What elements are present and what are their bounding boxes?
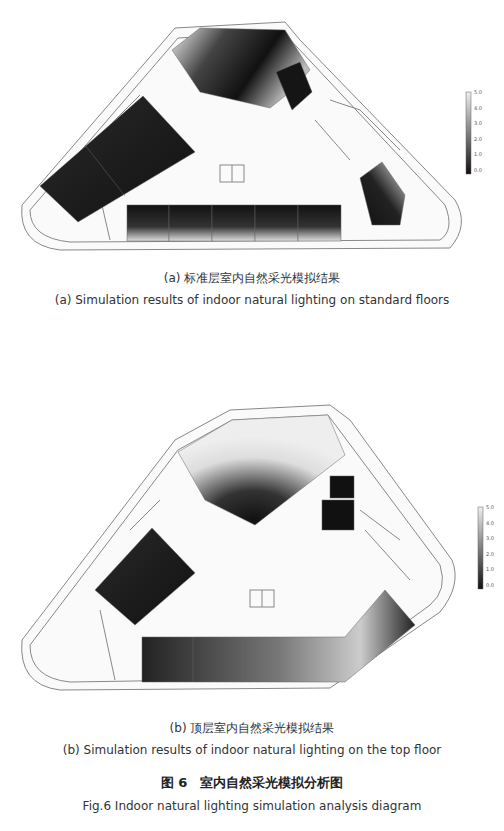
subfigure-caption: (a) 标准层室内自然采光模拟结果: [164, 270, 341, 287]
subfigure-caption: (b) 顶层室内自然采光模拟结果: [170, 720, 335, 737]
scale-value: 1.0: [486, 566, 494, 572]
scale-value: 2.0: [474, 136, 482, 142]
scale-value: 5.0: [486, 504, 494, 510]
scale-value: 0.0: [474, 167, 482, 173]
scale-value: 0.0: [486, 582, 494, 588]
scale-value: 5.0: [474, 89, 482, 95]
scale-value: 2.0: [486, 551, 494, 557]
figure-caption: Fig.6 Indoor natural lighting simulation…: [83, 799, 422, 813]
subfigure-caption: (a) Simulation results of indoor natural…: [55, 293, 450, 307]
scale-value: 1.0: [474, 151, 482, 157]
scale-value: 3.0: [486, 535, 494, 541]
subfigure-caption: (b) Simulation results of indoor natural…: [63, 743, 442, 757]
scale-value: 4.0: [486, 520, 494, 526]
scale-value: 3.0: [474, 120, 482, 126]
figure-caption: 图 6 室内自然采光模拟分析图: [161, 774, 344, 792]
scale-value: 4.0: [474, 105, 482, 111]
